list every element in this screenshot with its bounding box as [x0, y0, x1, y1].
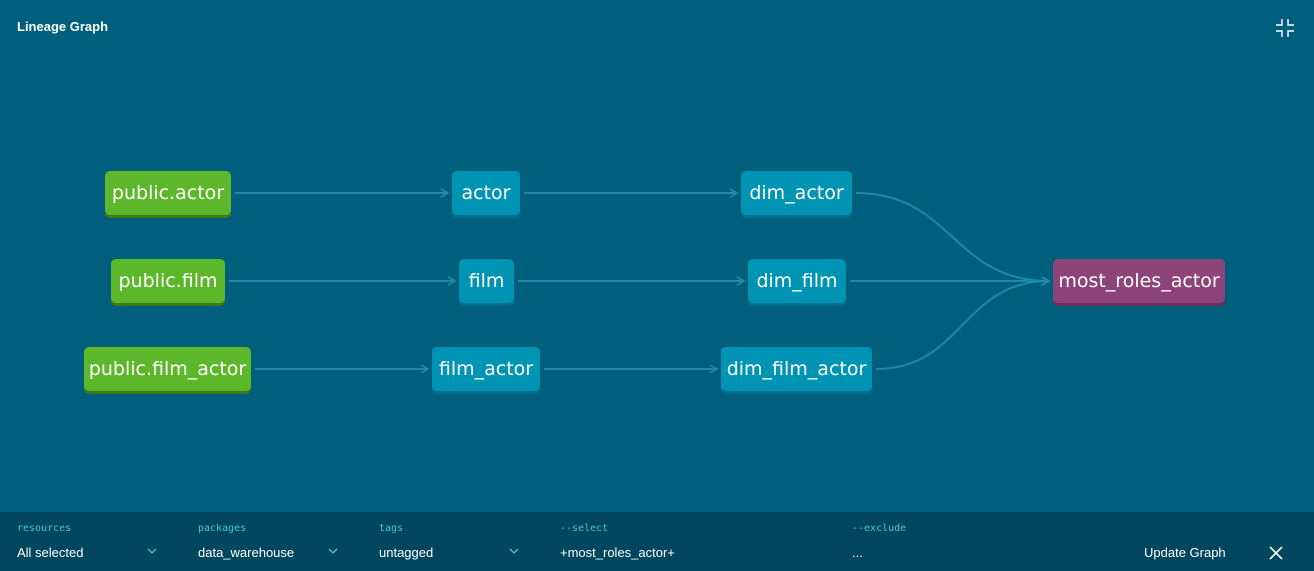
graph-node-public-film-actor[interactable]: public.film_actor [84, 347, 251, 391]
select-label: --select [560, 523, 609, 534]
resources-filter[interactable]: resources All selected [17, 512, 162, 571]
tags-filter[interactable]: tags untagged [379, 512, 524, 571]
packages-label: packages [198, 523, 247, 534]
graph-node-film-actor[interactable]: film_actor [432, 347, 540, 391]
edge-dim-film-actor-to-most-roles-actor [875, 276, 1051, 370]
graph-node-film[interactable]: film [459, 259, 514, 303]
update-graph-button[interactable]: Update Graph [1144, 545, 1226, 560]
graph-node-actor[interactable]: actor [452, 171, 520, 215]
lineage-edges [229, 188, 1051, 374]
graph-node-public-film[interactable]: public.film [111, 259, 225, 303]
edge-dim-actor-to-most-roles-actor [855, 192, 1051, 286]
close-icon[interactable] [1268, 545, 1284, 561]
exclude-value: ... [852, 545, 863, 560]
filter-bar: resources All selected packages data_war… [0, 512, 1314, 571]
exclude-label: --exclude [852, 523, 907, 534]
tags-value: untagged [379, 545, 434, 560]
resources-label: resources [17, 523, 72, 534]
exclude-input[interactable]: --exclude ... [852, 512, 1112, 571]
select-input[interactable]: --select +most_roles_actor+ [560, 512, 820, 571]
collapse-icon[interactable] [1274, 17, 1296, 39]
page-title: Lineage Graph [17, 19, 109, 34]
graph-node-dim-film-actor[interactable]: dim_film_actor [721, 347, 872, 391]
packages-filter[interactable]: packages data_warehouse [198, 512, 343, 571]
chevron-down-icon [328, 548, 338, 554]
chevron-down-icon [147, 548, 157, 554]
graph-node-dim-film[interactable]: dim_film [748, 259, 846, 303]
tags-label: tags [379, 523, 404, 534]
graph-node-public-actor[interactable]: public.actor [105, 171, 231, 215]
select-value: +most_roles_actor+ [560, 545, 675, 560]
chevron-down-icon [509, 548, 519, 554]
graph-node-dim-actor[interactable]: dim_actor [741, 171, 852, 215]
resources-value: All selected [17, 545, 84, 560]
packages-value: data_warehouse [198, 545, 295, 560]
graph-node-most-roles-actor[interactable]: most_roles_actor [1053, 259, 1225, 303]
